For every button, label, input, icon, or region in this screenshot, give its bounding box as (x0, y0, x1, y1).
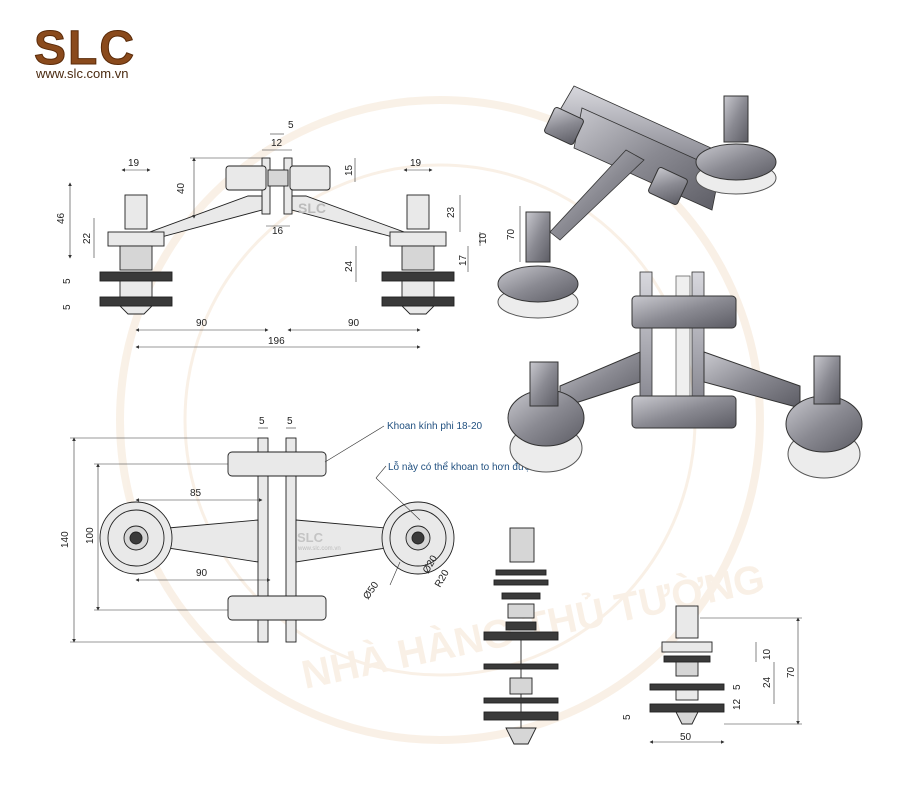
dim-detail-10: 10 (762, 648, 773, 660)
right-nut-1 (389, 231, 447, 247)
dim-front-plate-b: 5 (287, 416, 293, 427)
exploded-countersunk (505, 727, 537, 745)
dim-front-85: 85 (190, 488, 202, 499)
iso-render-top: 70 (497, 85, 777, 319)
dim-front-140: 140 (60, 531, 71, 548)
dim-detail-5: 5 (732, 684, 743, 690)
dim-plate-16: 16 (272, 226, 284, 237)
bolt-right-head (289, 165, 331, 191)
front-bolt-top (227, 451, 327, 477)
dim-span-right: 90 (348, 318, 360, 329)
dim-detail-24: 24 (762, 676, 773, 688)
logo-website: www.slc.com.vn (36, 66, 129, 81)
left-body (119, 245, 153, 271)
iso2-bolt-bottom (631, 395, 737, 429)
dim-bolt-right: 19 (410, 158, 422, 169)
dim-right-24: 24 (344, 260, 355, 272)
right-bolt-hex (406, 194, 430, 230)
left-bolt-hex (124, 194, 148, 230)
dim-front-r20: R20 (433, 568, 452, 590)
dim-top-gap: 5 (288, 120, 294, 131)
dim-detail-12: 12 (732, 698, 743, 710)
dim-front-dia50: Ø50 (361, 580, 381, 602)
left-washer-2 (99, 296, 173, 307)
detail-view: 10 5 24 70 12 5 50 (622, 605, 802, 744)
arm-marking: SLC (298, 200, 326, 216)
iso-fitting-right (695, 143, 777, 181)
dim-front-100: 100 (85, 527, 96, 544)
dim-span-total: 196 (268, 336, 285, 347)
right-spacer (401, 280, 435, 298)
dim-left-5a: 5 (62, 278, 73, 284)
dim-right-10: 10 (478, 232, 489, 244)
dim-span-left: 90 (196, 318, 208, 329)
left-spacer (119, 280, 153, 298)
front-arm-marking-small: www.slc.com.vn (297, 546, 341, 552)
dim-front-plate-a: 5 (259, 416, 265, 427)
dim-iso-70: 70 (506, 228, 517, 240)
dim-detail-5b: 5 (622, 714, 633, 720)
exploded-parts (483, 527, 559, 745)
iso-render-bottom (507, 271, 863, 479)
front-arm-left (167, 519, 259, 563)
dim-bolt-left: 19 (128, 158, 140, 169)
left-countersunk (118, 305, 154, 315)
right-countersunk (400, 305, 436, 315)
side-view: SLC 5 12 40 15 (56, 120, 489, 349)
slc-logo: SLC (34, 22, 136, 76)
front-view: SLC www.slc.com.vn 5 5 85 90 140 (60, 416, 536, 643)
note-hole: Khoan kính phi 18-20 (387, 421, 483, 432)
right-body (401, 245, 435, 271)
dim-detail-50: 50 (680, 732, 692, 743)
bolt-shaft (267, 169, 289, 187)
dim-plate-gap: 12 (271, 138, 283, 149)
iso-fitting-left (497, 265, 579, 303)
right-washer-1 (381, 271, 455, 282)
bolt-left-head (225, 165, 267, 191)
dim-height-15: 15 (344, 164, 355, 176)
note-enlarge: Lỗ này có thể khoan to hơn được (388, 460, 536, 473)
left-nut-1 (107, 231, 165, 247)
dim-overall-height: 46 (56, 212, 67, 224)
iso-arm (549, 149, 645, 241)
dim-detail-70: 70 (786, 666, 797, 678)
dim-left-5b: 5 (62, 304, 73, 310)
exploded-washer-2 (483, 711, 559, 721)
dim-left-22: 22 (82, 232, 93, 244)
dim-front-90: 90 (196, 568, 208, 579)
detail-hex (675, 605, 699, 639)
logo-text: SLC (34, 22, 136, 75)
front-bolt-bottom (227, 595, 327, 621)
iso2-bolt-top (631, 295, 737, 329)
exploded-nut-top (509, 527, 535, 563)
dim-right-17: 17 (458, 254, 469, 266)
left-washer-1 (99, 271, 173, 282)
front-arm-marking: SLC (297, 530, 324, 545)
right-washer-2 (381, 296, 455, 307)
dim-right-23: 23 (446, 206, 457, 218)
exploded-washer-1 (483, 631, 559, 641)
dim-height-40: 40 (176, 182, 187, 194)
